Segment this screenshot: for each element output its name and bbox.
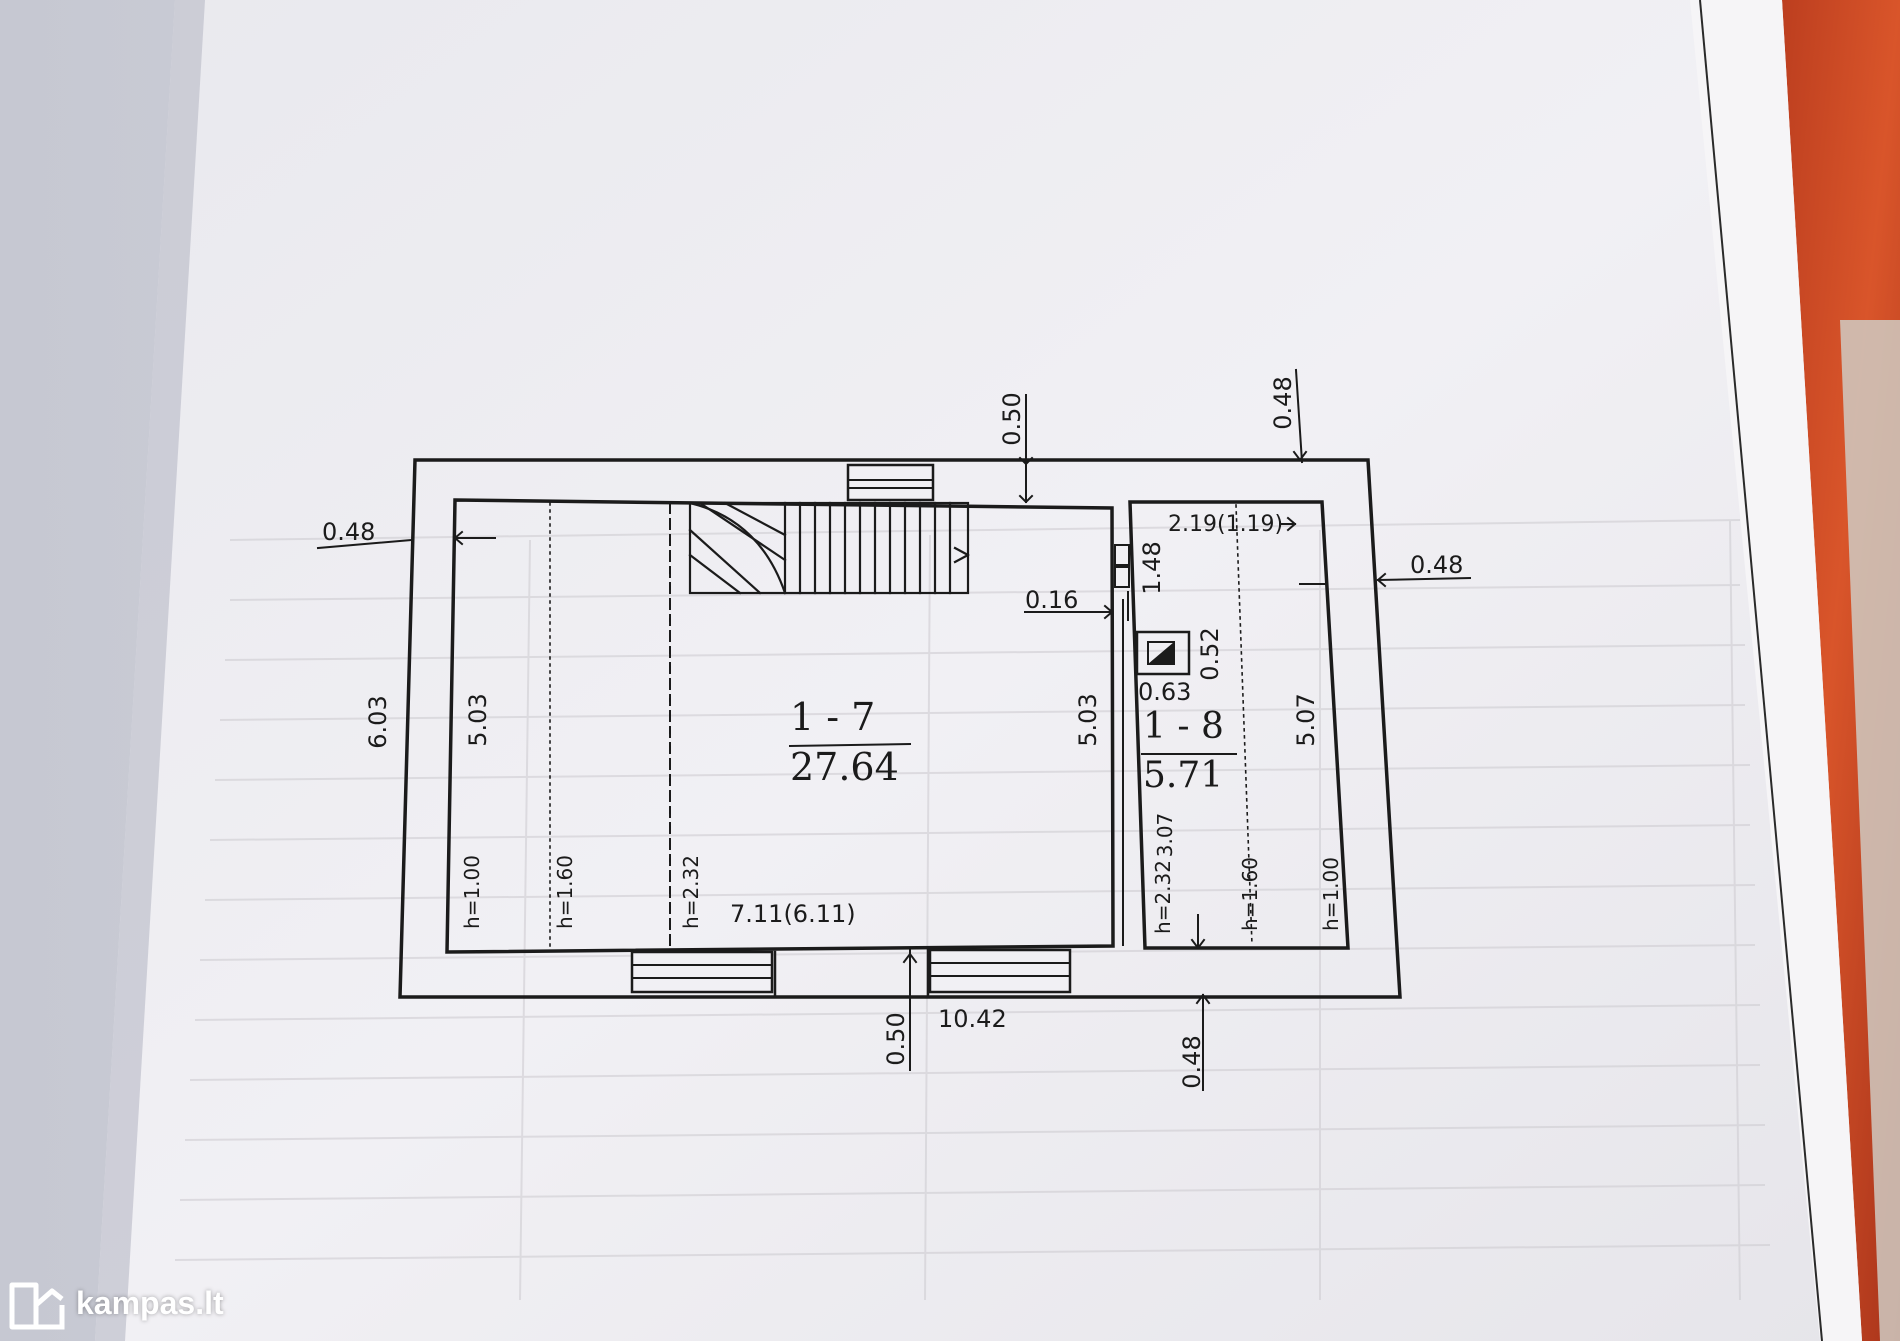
room-1-8-outline (1128, 500, 1350, 950)
chimney (1135, 630, 1191, 676)
house-logo-icon (9, 1282, 65, 1330)
dim-wall-top-mid: 0.50 (998, 392, 1026, 446)
dim-room18-width: 2.19(1.19) (1168, 512, 1284, 537)
room-1-7-area: 27.64 (790, 745, 899, 789)
outer-wall (398, 458, 1402, 999)
height-room18-232: h=2.32 (1151, 860, 1175, 934)
dim-room17-width: 7.11(6.11) (730, 900, 856, 928)
height-room17-160: h=1.60 (553, 855, 577, 929)
dim-wall-right: 0.48 (1410, 551, 1464, 579)
dim-chimney-width: 0.63 (1138, 678, 1192, 706)
dim-room17-left-height: 5.03 (464, 693, 492, 747)
room-1-7-outline (445, 498, 1115, 954)
bottom-window-right (928, 948, 1072, 994)
height-room18-307: 3.07 (1153, 812, 1177, 858)
kampas-watermark: kampas.lt (6, 1275, 224, 1331)
bottom-window-left (630, 950, 774, 994)
height-room17-100: h=1.00 (460, 855, 484, 929)
dim-overall-width: 10.42 (938, 1005, 1007, 1033)
dim-wall-top-right: 0.48 (1269, 376, 1297, 430)
dim-wall-bottom-mid: 0.50 (882, 1012, 910, 1066)
dim-overall-height: 6.03 (364, 695, 392, 749)
height-room17-232: h=2.32 (679, 855, 703, 929)
dim-wall-top-left: 0.48 (322, 518, 376, 546)
dim-partition: 0.16 (1025, 586, 1079, 614)
height-room18-160: h=1.60 (1238, 857, 1262, 931)
room-1-8-area: 5.71 (1143, 755, 1224, 796)
room-1-7-number: 1 - 7 (790, 695, 876, 739)
dim-wall-bottom-right: 0.48 (1178, 1035, 1206, 1089)
floor-plan (316, 368, 1472, 1091)
room-1-8-number: 1 - 8 (1143, 706, 1224, 747)
height-room18-100: h=1.00 (1319, 857, 1343, 931)
top-window (846, 463, 935, 502)
dim-chimney-depth: 0.52 (1196, 627, 1224, 681)
staircase (688, 501, 970, 595)
dim-room17-right-height: 5.03 (1074, 693, 1102, 747)
dim-room18-door: 1.48 (1138, 541, 1166, 595)
watermark-text: kampas.lt (76, 1284, 224, 1321)
dim-room18-height: 5.07 (1292, 693, 1320, 747)
